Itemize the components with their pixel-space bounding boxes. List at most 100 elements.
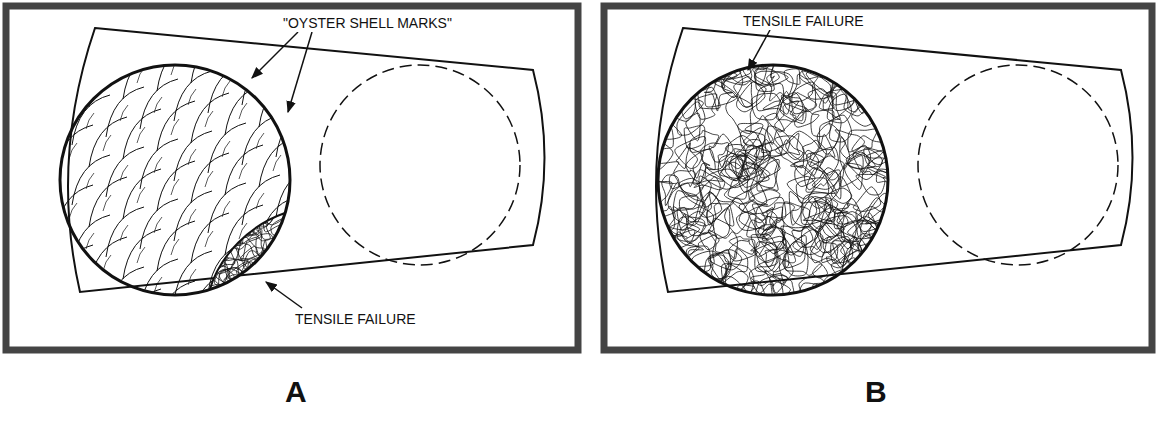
- texture-stroke: [856, 174, 885, 195]
- hole-outline: [320, 65, 520, 265]
- texture-stroke: [784, 69, 800, 85]
- texture-stroke: [677, 102, 705, 135]
- fracture-face: [658, 65, 888, 295]
- texture-stroke: [229, 210, 259, 236]
- oyster-mark: [205, 171, 213, 187]
- oyster-mark: [171, 239, 179, 255]
- texture-stroke: [790, 74, 818, 102]
- texture-stroke: [789, 191, 803, 225]
- fracture-face: [60, 65, 290, 295]
- texture-stroke: [275, 250, 302, 274]
- texture-stroke: [826, 170, 841, 199]
- fracture-boundary: [210, 213, 285, 289]
- texture-stroke: [759, 159, 780, 187]
- texture-stroke: [767, 72, 794, 101]
- texture-stroke: [281, 235, 306, 267]
- texture-stroke: [280, 241, 294, 270]
- texture-stroke: [755, 212, 777, 238]
- texture-stroke: [245, 268, 267, 291]
- oyster-mark: [69, 263, 77, 279]
- texture-stroke: [780, 93, 806, 124]
- oyster-mark: [324, 177, 332, 193]
- oyster-mark: [239, 43, 247, 59]
- texture-stroke: [812, 201, 835, 229]
- bolt-outline: [68, 28, 545, 292]
- oyster-mark: [205, 291, 213, 307]
- oyster-mark: [123, 289, 161, 339]
- oyster-mark: [273, 35, 281, 51]
- texture-stroke: [782, 232, 804, 257]
- texture-stroke: [831, 177, 851, 204]
- texture-stroke: [244, 200, 273, 228]
- texture-stroke: [718, 153, 743, 178]
- oyster-mark: [307, 207, 315, 223]
- oyster-mark: [293, 129, 331, 179]
- texture-stroke: [256, 272, 288, 307]
- leader-line: [288, 32, 312, 112]
- texture-stroke: [205, 229, 232, 263]
- texture-stroke: [668, 183, 698, 211]
- texture-stroke: [829, 115, 851, 142]
- hole-outline: [918, 65, 1118, 265]
- oyster-mark: [324, 117, 332, 133]
- oyster-mark: [174, 131, 212, 181]
- texture-stroke: [731, 156, 763, 181]
- oyster-mark: [171, 119, 179, 135]
- texture-stroke: [787, 176, 815, 199]
- oyster-mark: [273, 155, 281, 171]
- texture-stroke: [773, 259, 793, 282]
- oyster-mark: [273, 95, 281, 111]
- texture-stroke: [272, 261, 300, 277]
- oyster-mark: [103, 195, 111, 211]
- oyster-mark: [72, 155, 110, 205]
- texture-stroke: [819, 93, 840, 120]
- texture-stroke: [267, 253, 292, 281]
- oyster-mark: [103, 135, 111, 151]
- oyster-mark: [171, 299, 179, 315]
- texture-stroke: [241, 291, 277, 317]
- texture-stroke: [278, 226, 299, 246]
- oyster-mark: [293, 189, 331, 239]
- texture-stroke: [754, 241, 786, 262]
- texture-stroke: [728, 240, 757, 261]
- oyster-mark: [208, 183, 246, 233]
- texture-stroke: [231, 206, 251, 234]
- tensile-texture: [198, 197, 307, 317]
- oyster-mark: [307, 267, 315, 283]
- callout-label: "OYSTER SHELL MARKS": [280, 14, 455, 32]
- texture-stroke: [841, 163, 862, 187]
- texture-stroke: [781, 226, 813, 255]
- texture-stroke: [784, 92, 817, 111]
- texture-stroke: [795, 165, 815, 186]
- oyster-mark: [106, 207, 144, 257]
- oyster-mark: [256, 73, 264, 89]
- oyster-mark: [276, 227, 314, 277]
- oyster-mark: [276, 167, 314, 217]
- tensile-texture: [641, 54, 903, 310]
- callout-label: TENSILE FAILURE: [740, 12, 867, 30]
- texture-stroke: [726, 96, 753, 134]
- texture-stroke: [221, 218, 240, 247]
- texture-stroke: [754, 59, 774, 85]
- oyster-mark: [310, 39, 348, 89]
- texture-stroke: [677, 217, 705, 241]
- oyster-mark: [208, 123, 246, 173]
- texture-stroke: [278, 228, 300, 268]
- leader-line: [266, 282, 302, 308]
- texture-stroke: [823, 96, 834, 110]
- oyster-mark: [69, 203, 77, 219]
- texture-stroke: [260, 240, 268, 277]
- texture-stroke: [737, 82, 766, 112]
- oyster-mark: [137, 187, 145, 203]
- oyster-mark: [324, 57, 332, 73]
- oyster-mark: [106, 87, 144, 137]
- texture-stroke: [693, 170, 724, 185]
- oyster-shell-texture: [55, 9, 348, 355]
- texture-stroke: [809, 202, 832, 224]
- texture-stroke: [738, 123, 763, 147]
- oyster-mark: [307, 87, 315, 103]
- texture-stroke: [811, 110, 834, 136]
- oyster-mark: [86, 293, 94, 309]
- texture-stroke: [833, 237, 851, 267]
